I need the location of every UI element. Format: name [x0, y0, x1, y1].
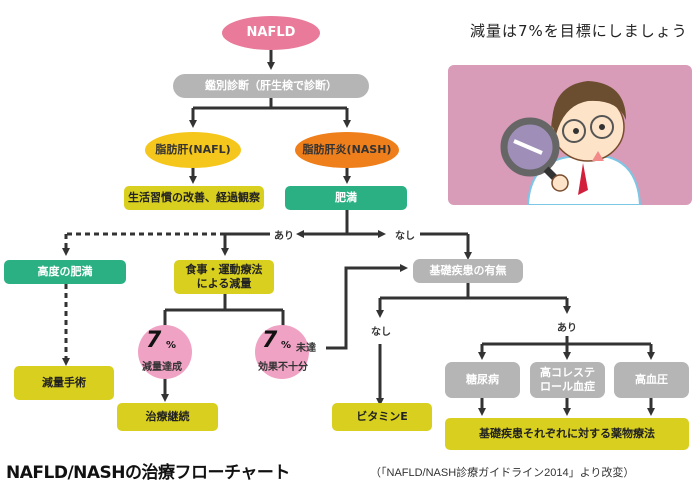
edge-label-underlying-yes: あり: [555, 319, 579, 334]
edge-label-obesity-no: なし: [393, 227, 417, 242]
node-severe-obesity: 高度の肥満: [4, 260, 126, 284]
node-lifestyle: 生活習慣の改善、経過観察: [124, 186, 264, 210]
doctor-magnifier-icon: [500, 81, 642, 206]
node-bariatric-surgery: 減量手術: [14, 366, 114, 400]
node-underlying-disease: 基礎疾患の有無: [413, 259, 523, 283]
achieved-percent-value: 7: [146, 328, 162, 353]
node-hypercholesterolemia: 高コレステ ロール血症: [530, 362, 605, 398]
node-drug-therapy: 基礎疾患それぞれに対する薬物療法: [445, 418, 689, 450]
achieved-percent-unit: %: [166, 340, 177, 351]
source-citation: （「NAFLD/NASH診療ガイドライン2014」より改変）: [370, 467, 635, 479]
not-achieved-label: 効果不十分: [258, 362, 308, 373]
not-achieved-percent-value: 7: [262, 328, 278, 353]
doctor-illustration: [448, 65, 692, 206]
node-differential-diagnosis: 鑑別診断（肝生検で診断）: [173, 74, 369, 98]
chart-title: NAFLD/NASHの治療フローチャート: [6, 463, 290, 483]
node-diabetes: 糖尿病: [445, 362, 520, 398]
node-nafl: 脂肪肝(NAFL): [145, 132, 241, 168]
not-achieved-percent-unit: %: [281, 340, 292, 351]
node-continue-treatment: 治療継続: [117, 403, 218, 431]
node-weight-loss-not-achieved: [255, 325, 309, 379]
node-obesity: 肥満: [285, 186, 407, 210]
node-weight-loss-achieved: [138, 325, 192, 379]
not-achieved-suffix: 未達: [296, 343, 316, 354]
achieved-label: 減量達成: [142, 362, 182, 373]
node-vitamin-e: ビタミンE: [332, 403, 432, 431]
node-nash: 脂肪肝炎(NASH): [295, 132, 399, 168]
node-hypertension: 高血圧: [614, 362, 689, 398]
edge-label-underlying-no: なし: [369, 323, 393, 338]
edge-label-obesity-yes: あり: [272, 227, 296, 242]
slogan-text: 減量は7%を目標にしましょう: [470, 22, 688, 40]
node-nafld: NAFLD: [222, 16, 320, 50]
edge-notachieved-underlying: [326, 264, 408, 350]
node-diet-exercise: 食事・運動療法 による減量: [174, 260, 274, 294]
